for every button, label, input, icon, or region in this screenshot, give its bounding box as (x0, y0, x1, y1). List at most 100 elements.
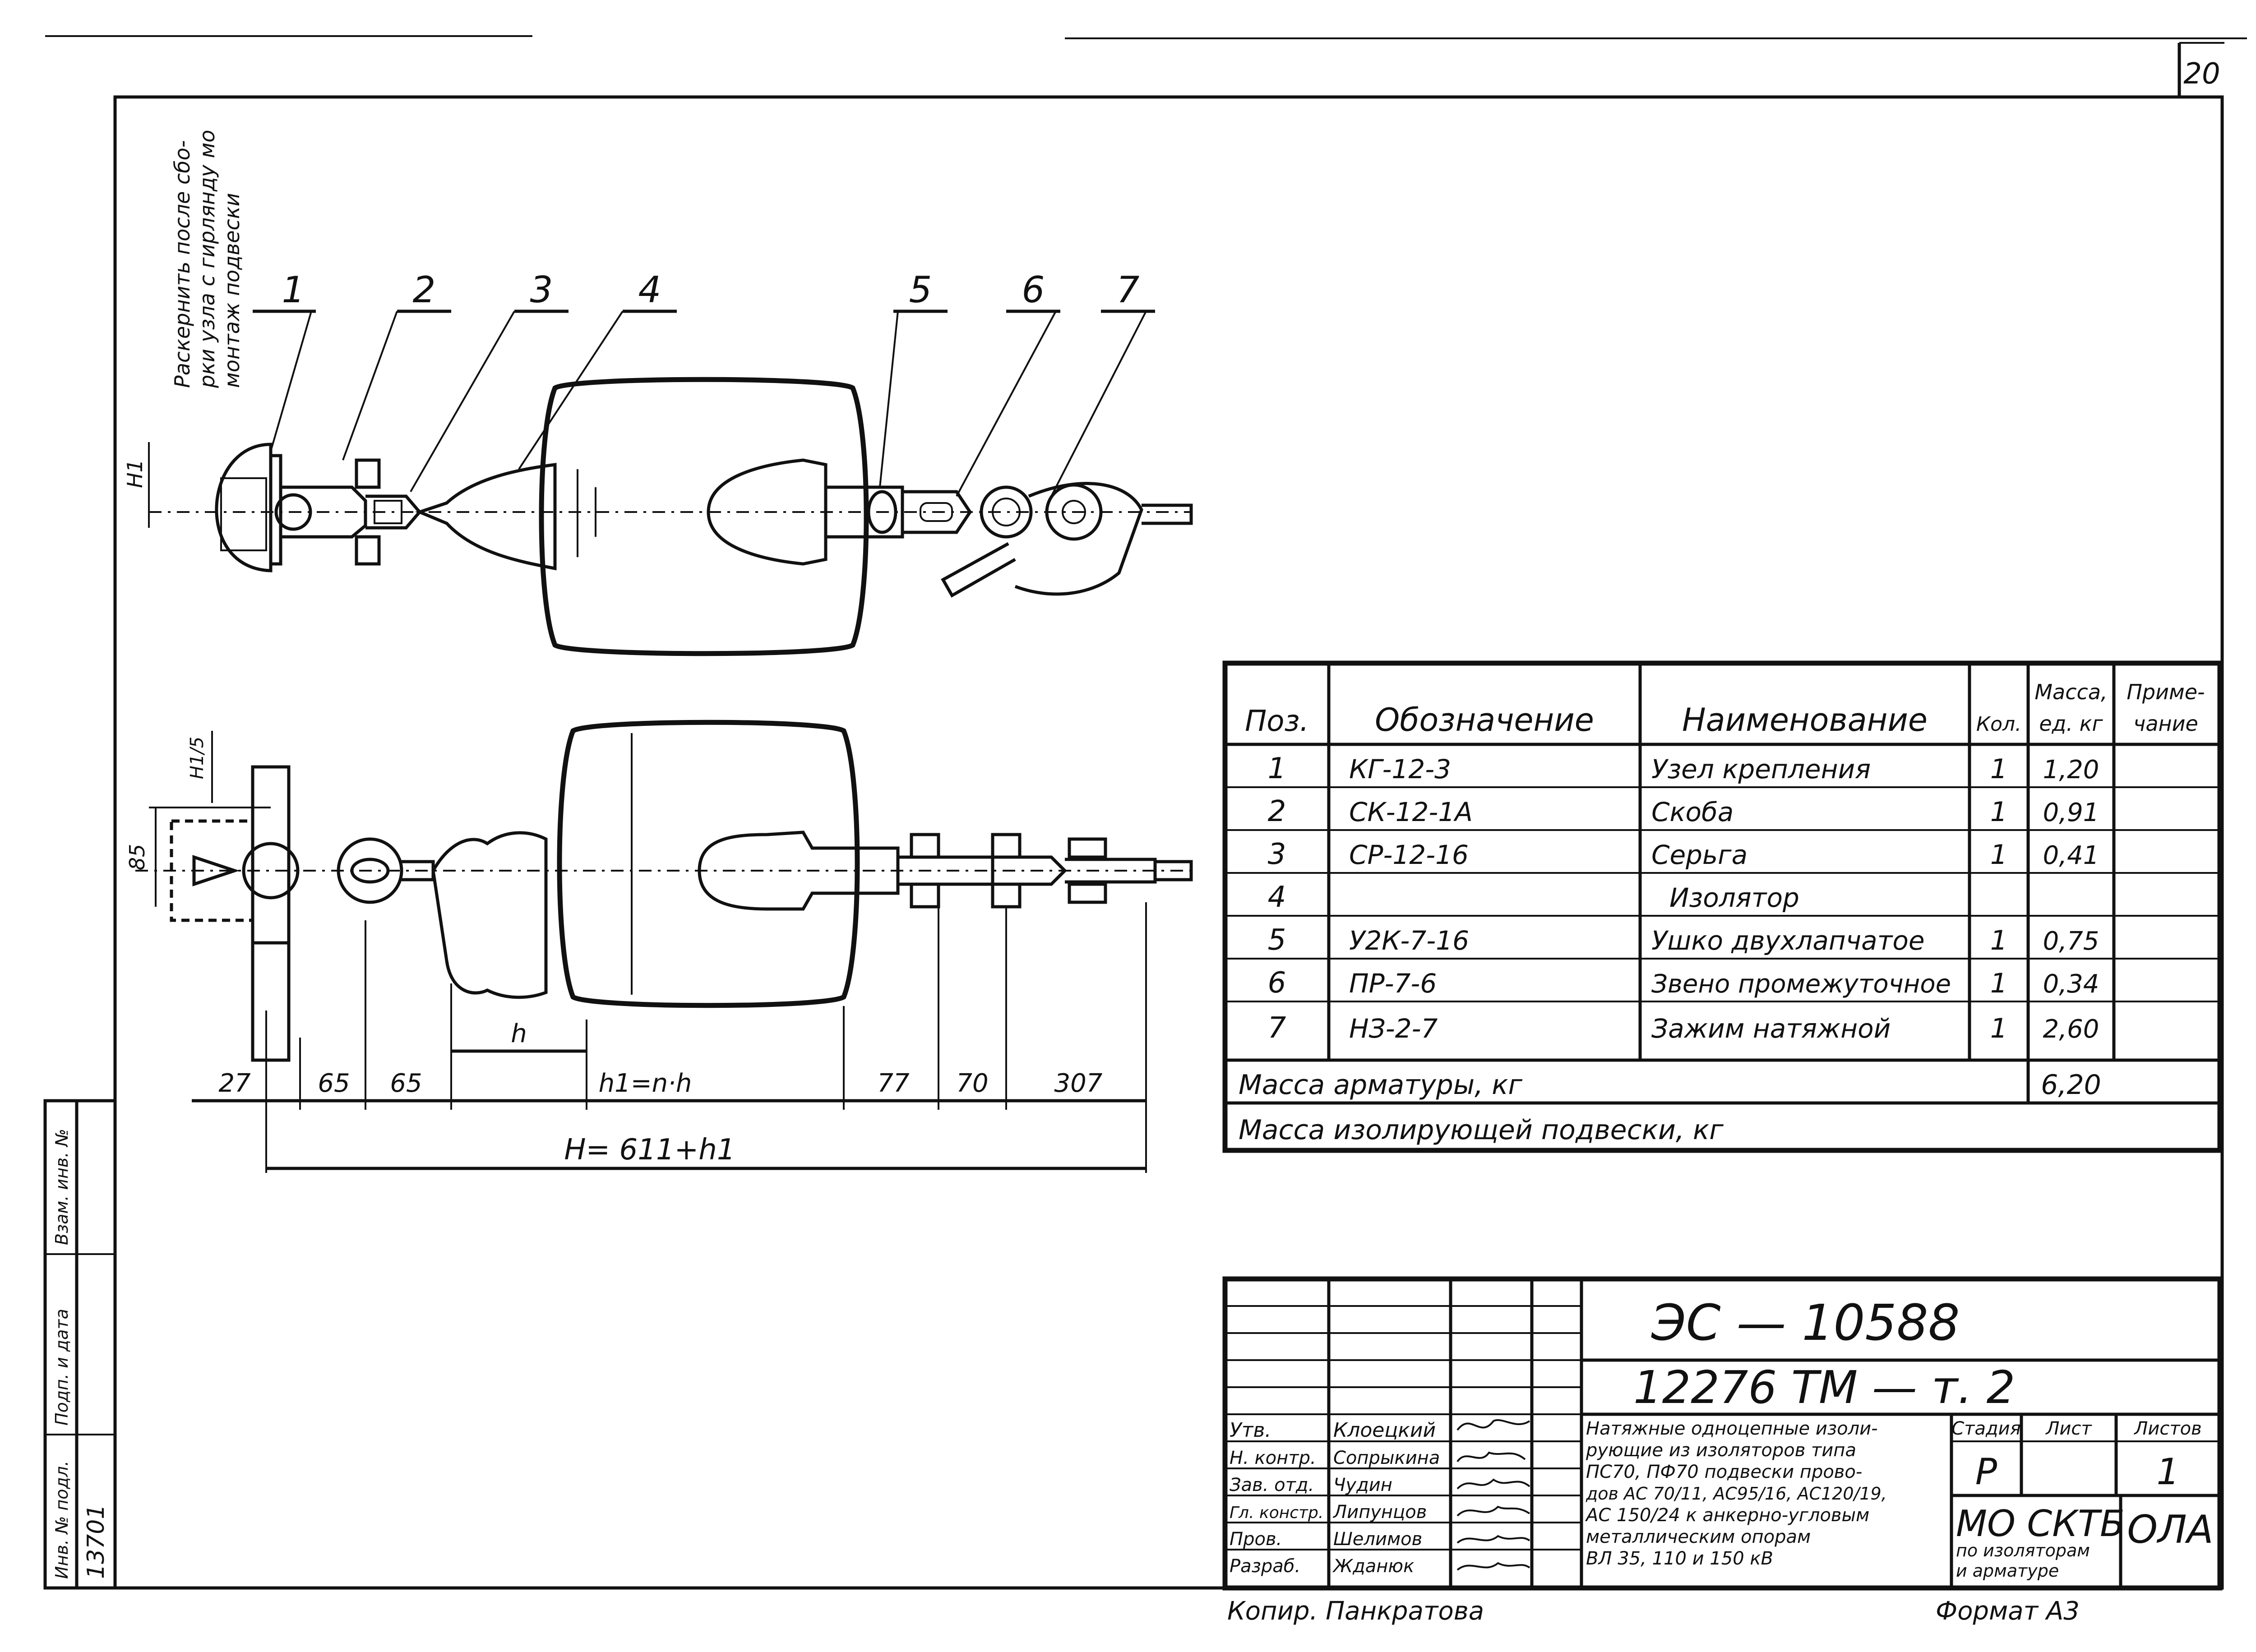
signature (1456, 1419, 1530, 1431)
cell-designation: У2К-7-16 (1349, 925, 1469, 956)
description-line: ПС70, ПФ70 подвески прово- (1586, 1462, 1862, 1482)
cell-name: Ушко двухлапчатое (1651, 925, 1925, 956)
role-name: Чудин (1333, 1475, 1392, 1495)
cell-name: Узел крепления (1651, 754, 1871, 784)
assembly-side-view: H1 (123, 377, 1193, 656)
role-label: Зав. отд. (1230, 1475, 1314, 1495)
org-logo: ОЛА (2127, 1507, 2213, 1552)
cell-name: Скоба (1651, 797, 1734, 827)
th-qty: Кол. (1976, 713, 2021, 736)
signature (1456, 1562, 1530, 1571)
dim-307: 307 (1054, 1069, 1103, 1098)
note-line-3: монтаж подвески (220, 193, 244, 388)
dim-65b: 65 (390, 1069, 422, 1098)
dim-h1-top: H1 (123, 459, 147, 488)
dim-h1-5: H1/5 (187, 737, 208, 779)
total-fittings-value: 6,20 (2041, 1069, 2101, 1101)
description-line: АС 150/24 к анкерно-угловым (1585, 1505, 1869, 1526)
cell-name: Звено промежуточное (1651, 969, 1951, 999)
dim-85: 85 (125, 844, 149, 871)
table-row: 1 КГ-12-3 Узел крепления 1 1,20 (1268, 752, 2099, 785)
description-line: Натяжные одноцепные изоли- (1586, 1418, 1878, 1439)
th-mass-2: ед. кг (2039, 711, 2103, 736)
table-row: 2 СК-12-1А Скоба 1 0,91 (1268, 795, 2099, 828)
role-name: Липунцов (1332, 1502, 1427, 1523)
stage-label: Стадия (1951, 1418, 2020, 1439)
dim-h1: h1=n·h (599, 1069, 692, 1098)
assembly-plan-view: 85 H1/5 (125, 720, 1196, 1062)
signature (1456, 1535, 1530, 1544)
table-row: 6 ПР-7-6 Звено промежуточное 1 0,34 (1268, 966, 2099, 1000)
cell-qty: 1 (1990, 796, 2007, 828)
dim-h: h (511, 1019, 527, 1048)
note-line-2: рки узла с гирлянду мо (195, 130, 219, 388)
dim-65a: 65 (318, 1069, 350, 1098)
callout-4: 4 (638, 269, 661, 311)
cell-mass: 0,41 (2043, 841, 2099, 870)
signature (1456, 1478, 1530, 1490)
cell-pos: 5 (1268, 923, 1286, 957)
sheets-label: Листов (2133, 1418, 2201, 1439)
cell-mass: 0,34 (2043, 969, 2099, 999)
cell-designation: СР-12-16 (1349, 840, 1469, 870)
insulator-disc-plan (557, 720, 860, 1008)
page-number-box: 20 (2177, 42, 2224, 97)
org-name: МО СКТБ (1956, 1503, 2125, 1545)
role-name: Жданюк (1332, 1556, 1414, 1577)
cell-designation: ПР-7-6 (1349, 968, 1437, 999)
cell-pos: 2 (1268, 795, 1286, 828)
cell-mass: 0,75 (2043, 927, 2099, 956)
cell-name: Серьга (1651, 840, 1747, 870)
role-label: Разраб. (1230, 1556, 1300, 1577)
cell-mass: 1,20 (2043, 755, 2099, 784)
signature (1456, 1451, 1526, 1463)
format-caption: Формат А3 (1936, 1597, 2080, 1626)
dim-77: 77 (877, 1069, 910, 1098)
cell-mass: 0,91 (2043, 798, 2099, 827)
role-label: Пров. (1230, 1529, 1282, 1550)
cell-pos: 3 (1268, 838, 1286, 871)
cell-qty: 1 (1990, 753, 2007, 785)
th-note-2: чание (2133, 711, 2198, 736)
doc-code: ЭС — 10588 (1651, 1294, 1960, 1352)
dim-27: 27 (218, 1069, 251, 1098)
dim-70: 70 (956, 1069, 988, 1098)
th-pos: Поз. (1245, 705, 1309, 738)
signature (1456, 1505, 1530, 1517)
dimension-chain: 27 65 65 h1=n·h 77 70 307 h H= 611+h1 (192, 902, 1147, 1173)
callout-3: 3 (530, 269, 553, 311)
callout-1: 1 (282, 269, 305, 311)
th-mass-1: Масса, (2034, 680, 2107, 704)
total-fittings-label: Масса арматуры, кг (1239, 1069, 1523, 1101)
description-line: ВЛ 35, 110 и 150 кВ (1586, 1548, 1773, 1569)
role-label: Утв. (1230, 1419, 1271, 1442)
callout-5: 5 (909, 269, 932, 311)
cell-pos: 1 (1268, 752, 1286, 785)
cell-qty: 1 (1990, 839, 2007, 871)
stamp-label: Подп. и дата (52, 1309, 72, 1426)
page-number: 20 (2183, 57, 2220, 91)
org-sub-2: и арматуре (1956, 1561, 2059, 1581)
table-row: 4 Изолятор (1268, 881, 1799, 914)
callouts: 1 2 3 4 5 6 7 (253, 269, 1155, 497)
cell-mass: 2,60 (2043, 1015, 2099, 1044)
role-name: Клоецкий (1333, 1419, 1436, 1442)
role-name: Сопрыкина (1333, 1448, 1440, 1468)
role-label: Н. контр. (1230, 1448, 1316, 1468)
description-line: рующие из изоляторов типа (1586, 1440, 1856, 1461)
cell-qty: 1 (1990, 1013, 2007, 1044)
insulator-disc-top (539, 377, 869, 656)
description-line: металлическим опорам (1586, 1527, 1811, 1547)
cell-name: Зажим натяжной (1651, 1013, 1891, 1044)
cell-designation: СК-12-1А (1349, 797, 1473, 827)
th-name: Наименование (1682, 701, 1928, 738)
node-dome (215, 443, 273, 572)
callout-6: 6 (1022, 269, 1045, 311)
side-stamp: Инв. № подл. Подп. и дата Взам. инв. № 1… (43, 1099, 117, 1590)
cell-pos: 4 (1268, 881, 1286, 914)
th-designation: Обозначение (1375, 701, 1594, 738)
table-row: 5 У2К-7-16 Ушко двухлапчатое 1 0,75 (1268, 923, 2099, 957)
cell-qty: 1 (1990, 925, 2007, 956)
doc-number: 12276 ТМ — т. 2 (1633, 1361, 2015, 1414)
sheet-label: Лист (2045, 1418, 2092, 1439)
